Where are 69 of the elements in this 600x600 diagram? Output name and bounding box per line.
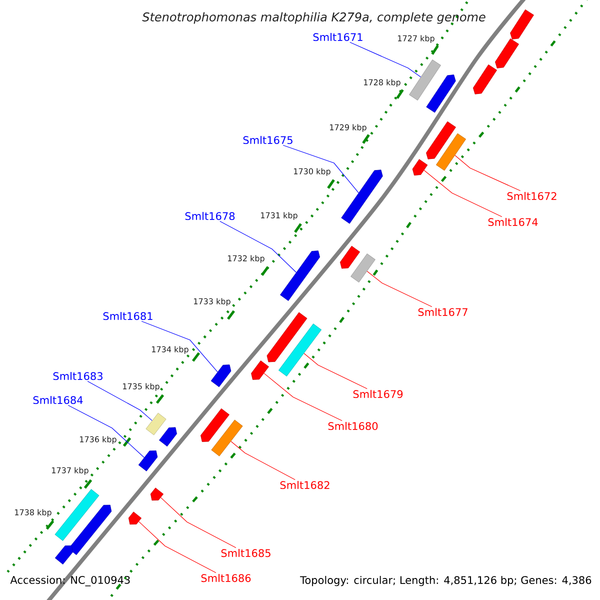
leader-line [282, 144, 359, 194]
tick-label: 1736 kbp [80, 436, 116, 444]
gene-label: Smlt1678 [185, 212, 235, 220]
tick-label: 1733 kbp [194, 298, 230, 306]
leader-line [87, 380, 152, 421]
gene-label: Smlt1684 [33, 396, 83, 404]
tick-label: 1731 kbp [261, 212, 298, 220]
title: Stenotrophomonas maltophilia K279a, complete genome [142, 12, 486, 24]
gene-block [495, 38, 519, 68]
leader-line [454, 155, 521, 192]
leader-line [350, 42, 422, 78]
leader-line [366, 270, 432, 308]
tick-label: 1729 kbp [330, 124, 366, 132]
gene-bar [409, 60, 441, 100]
gene-label: Smlt1677 [418, 308, 468, 316]
accession-text: Accession: NC_010943 [10, 576, 130, 586]
gene-bar [278, 324, 322, 376]
gene-block [266, 312, 308, 362]
gene-block [412, 159, 428, 176]
gene-label: Smlt1679 [353, 390, 403, 398]
gene-label: Smlt1681 [103, 312, 152, 320]
leader-line [68, 404, 144, 458]
tick-label: 1727 kbp [398, 35, 434, 43]
gene-label: Smlt1682 [280, 480, 330, 490]
gene-block [510, 9, 534, 40]
leader-line [220, 220, 297, 273]
gene-block [68, 504, 112, 556]
gene-block [138, 450, 158, 472]
gene-label: Smlt1686 [201, 574, 251, 582]
leader-line [141, 320, 218, 372]
gene-block [150, 488, 164, 501]
gene-label: Smlt1674 [488, 218, 538, 226]
tick-label: 1738 kbp [15, 509, 52, 517]
gene-block [426, 121, 456, 160]
tick-label: 1732 kbp [228, 255, 264, 263]
gene-block [159, 427, 177, 447]
gene-block [472, 64, 498, 94]
gene-label: Smlt1680 [328, 422, 378, 430]
leader-line [424, 170, 502, 218]
gene-block [128, 512, 142, 525]
gene-bar [436, 133, 466, 171]
gene-block [200, 408, 230, 442]
gene-label: Smlt1685 [221, 548, 270, 558]
gene-bar [350, 254, 376, 282]
gene-bar [211, 420, 243, 456]
gene-label: Smlt1675 [243, 136, 292, 144]
genome-stats-text: Topology: circular; Length: 4,851,126 bp; Genes: 4,386 [300, 576, 592, 586]
gene-label: Smlt1671 [313, 32, 362, 42]
gene-block [210, 364, 232, 388]
leader-line [230, 441, 296, 480]
tick-label: 1728 kbp [364, 79, 400, 87]
tick-label: 1737 kbp [52, 467, 88, 475]
leader-line [264, 373, 342, 422]
leader-line [138, 521, 216, 574]
gene-block [341, 170, 383, 224]
gene-block [54, 545, 74, 564]
tick-label: 1734 kbp [152, 346, 188, 354]
tick-label: 1730 kbp [294, 168, 330, 176]
tick-label: 1735 kbp [123, 383, 160, 391]
gene-label: Smlt1683 [53, 372, 102, 380]
gene-label: Smlt1672 [507, 192, 556, 200]
gene-block [280, 250, 320, 301]
leader-line [304, 353, 368, 390]
gene-block [340, 246, 360, 269]
gene-bar [54, 489, 100, 541]
gene-bar [146, 412, 166, 436]
leader-line [160, 497, 236, 548]
gene-block [426, 74, 456, 113]
gene-block [251, 360, 269, 380]
